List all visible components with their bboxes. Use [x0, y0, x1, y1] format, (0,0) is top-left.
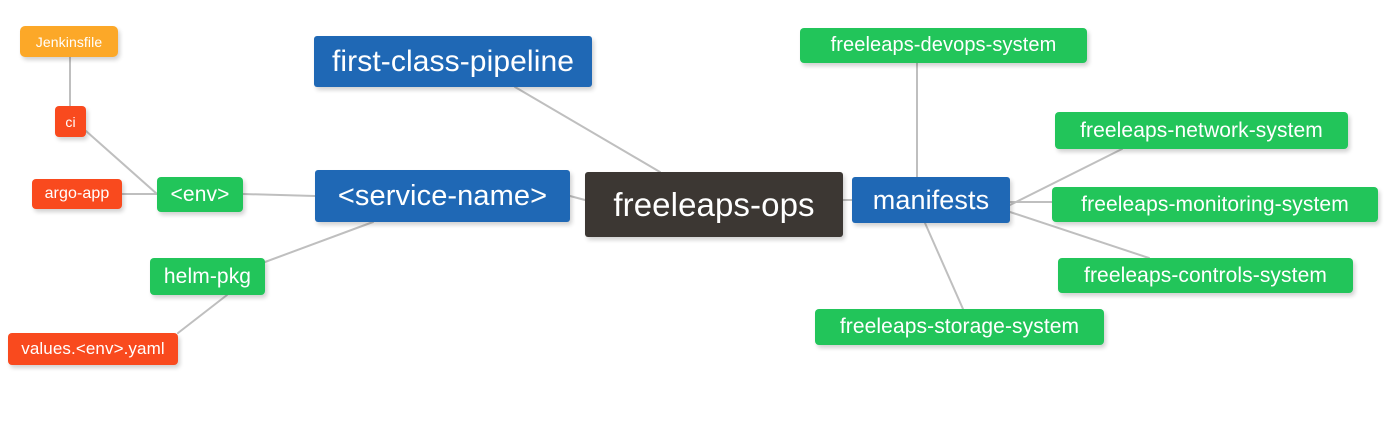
mindmap-node-storage-system[interactable]: freeleaps-storage-system: [815, 309, 1104, 345]
edge-env-to-service-name: [242, 193, 316, 197]
mindmap-node-devops-system[interactable]: freeleaps-devops-system: [800, 28, 1087, 63]
mindmap-node-service-name[interactable]: <service-name>: [315, 170, 570, 222]
edge-values-yaml-to-helm-pkg: [177, 294, 228, 334]
mindmap-node-first-class-pipeline[interactable]: first-class-pipeline: [314, 36, 592, 87]
edge-manifests-to-network-system: [1009, 148, 1123, 206]
edge-manifests-to-storage-system: [924, 222, 964, 310]
mindmap-node-env[interactable]: <env>: [157, 177, 243, 212]
edge-helm-pkg-to-service-name: [264, 221, 374, 263]
mindmap-node-helm-pkg[interactable]: helm-pkg: [150, 258, 265, 295]
mindmap-node-values-yaml[interactable]: values.<env>.yaml: [8, 333, 178, 365]
mindmap-node-ci[interactable]: ci: [55, 106, 86, 137]
mindmap-node-monitoring-system[interactable]: freeleaps-monitoring-system: [1052, 187, 1378, 222]
mindmap-node-argo-app[interactable]: argo-app: [32, 179, 122, 209]
edge-manifests-to-controls-system: [1009, 211, 1150, 259]
mindmap-node-network-system[interactable]: freeleaps-network-system: [1055, 112, 1348, 149]
edge-service-name-to-freeleaps-ops: [569, 195, 586, 201]
mindmap-node-freeleaps-ops[interactable]: freeleaps-ops: [585, 172, 843, 237]
edge-ci-to-env: [85, 130, 158, 195]
mindmap-node-manifests[interactable]: manifests: [852, 177, 1010, 223]
mindmap-node-jenkinsfile[interactable]: Jenkinsfile: [20, 26, 118, 57]
edge-first-class-pipeline-to-freeleaps-ops: [514, 86, 661, 173]
mindmap-node-controls-system[interactable]: freeleaps-controls-system: [1058, 258, 1353, 293]
